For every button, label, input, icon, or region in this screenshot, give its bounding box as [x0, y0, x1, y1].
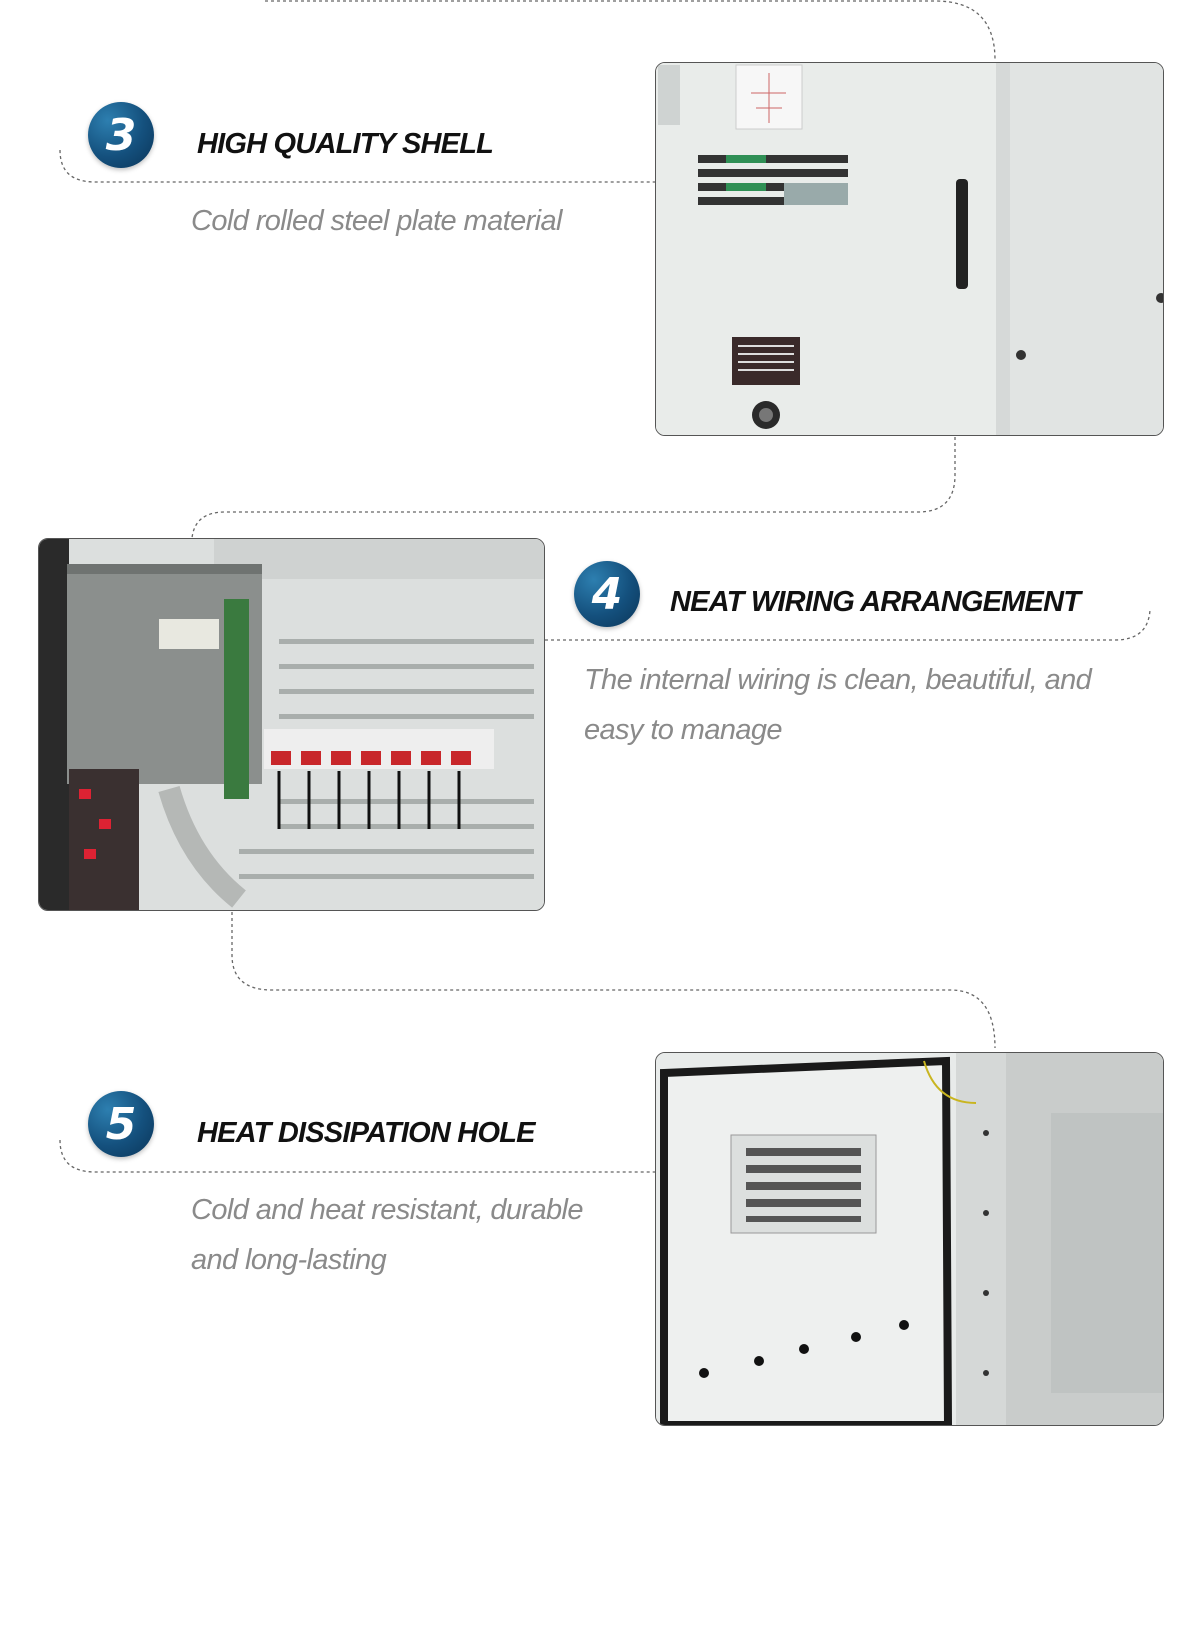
- feature-number: 3: [105, 109, 137, 161]
- cabinet-vent-photo: [655, 1052, 1164, 1426]
- cabinet-exterior-photo: [655, 62, 1164, 436]
- feature-number: 4: [591, 568, 623, 620]
- feature-title: HIGH QUALITY SHELL: [197, 128, 494, 160]
- feature-title: HEAT DISSIPATION HOLE: [197, 1117, 535, 1149]
- feature-description: The internal wiring is clean, beautiful,…: [584, 664, 1092, 746]
- feature-number: 5: [105, 1098, 137, 1150]
- feature-number-badge: 4: [574, 561, 640, 627]
- feature-description: Cold and heat resistant, durable and lon…: [191, 1194, 584, 1276]
- feature-number-badge: 5: [88, 1091, 154, 1157]
- feature-title: NEAT WIRING ARRANGEMENT: [670, 586, 1081, 618]
- feature-number-badge: 3: [88, 102, 154, 168]
- cabinet-wiring-photo: [38, 538, 545, 911]
- feature-description: Cold rolled steel plate material: [191, 205, 562, 237]
